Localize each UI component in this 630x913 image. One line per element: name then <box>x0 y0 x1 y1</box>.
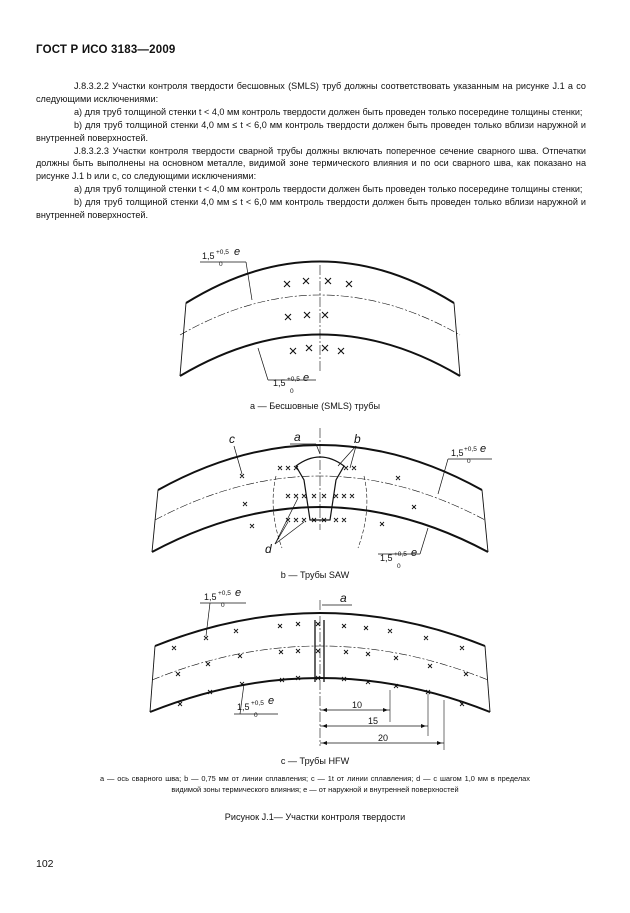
svg-text:a: a <box>294 430 301 444</box>
figure-b-dim-top: 1,5 +0,5 0 e <box>437 443 492 495</box>
paragraph-item-a1: а) для труб толщиной стенки t < 4,0 мм к… <box>74 106 583 117</box>
figure-c-caption: c — Трубы HFW <box>280 756 350 766</box>
figure-a-indent-marks <box>283 277 353 355</box>
paragraph-j8322: J.8.3.2.2 Участки контроля твердости бес… <box>36 81 586 104</box>
figure-b-dim-bottom: 1,5 +0,5 0 e <box>378 527 429 570</box>
svg-text:c: c <box>229 432 235 446</box>
svg-text:0: 0 <box>219 261 223 268</box>
svg-text:e: e <box>303 372 309 384</box>
figure-b-saw: c a b d 1,5 +0,5 0 e 1,5 +0,5 0 e <box>151 428 492 570</box>
figure-a-dim-top: 1,5 +0,5 0 e <box>200 246 253 301</box>
svg-text:d: d <box>265 542 272 556</box>
paragraph-item-b2: b) для труб толщиной стенки 4,0 мм ≤ t <… <box>36 197 586 221</box>
svg-text:1,5: 1,5 <box>273 378 286 388</box>
svg-text:1,5: 1,5 <box>204 592 217 602</box>
svg-text:0: 0 <box>290 388 294 395</box>
svg-text:+0,5: +0,5 <box>464 446 477 453</box>
figure-b-indent-marks <box>239 465 417 529</box>
svg-text:1,5: 1,5 <box>237 702 250 712</box>
svg-text:+0,5: +0,5 <box>216 249 229 256</box>
document-header: ГОСТ Р ИСО 3183—2009 <box>36 44 176 56</box>
svg-text:e: e <box>268 695 274 707</box>
dimension-15: 15 <box>368 716 378 726</box>
figure-c-hfw: a 1,5 +0,5 0 e 1,5 +0,5 0 e 10 15 20 <box>149 588 491 750</box>
svg-text:1,5: 1,5 <box>380 553 393 563</box>
figure-title: Рисунок J.1— Участки контроля твердости <box>224 812 406 822</box>
figure-c-indent-marks <box>171 621 469 707</box>
figure-legend: a — ось сварного шва; b — 0,75 мм от лин… <box>100 774 530 794</box>
figure-a-dim-bottom: 1,5 +0,5 0 e <box>257 347 316 395</box>
figure-a-smls: 1,5 +0,5 0 e 1,5 +0,5 0 e <box>179 246 461 395</box>
figure-c-arcs <box>149 600 491 746</box>
svg-text:+0,5: +0,5 <box>251 700 264 707</box>
paragraph-j8323: J.8.3.2.3 Участки контроля твердости сва… <box>36 145 586 182</box>
svg-text:e: e <box>235 588 241 599</box>
paragraph-item-a2: а) для труб толщиной стенки t < 4,0 мм к… <box>74 184 583 195</box>
page-number: 102 <box>36 858 54 870</box>
svg-text:1,5: 1,5 <box>202 251 215 261</box>
svg-text:0: 0 <box>467 458 471 465</box>
dimension-20: 20 <box>378 733 388 743</box>
svg-text:+0,5: +0,5 <box>394 551 407 558</box>
figure-b-arcs <box>151 428 489 553</box>
svg-text:e: e <box>234 246 240 258</box>
svg-text:1,5: 1,5 <box>451 448 464 458</box>
paragraph-item-b1: b) для труб толщиной стенки 4,0 мм ≤ t <… <box>36 119 586 143</box>
figure-b-labels: c a b d <box>229 430 361 556</box>
figure-c-dimension-lines: 10 15 20 <box>320 690 445 750</box>
svg-text:+0,5: +0,5 <box>218 590 231 597</box>
svg-text:b: b <box>354 432 361 446</box>
svg-text:+0,5: +0,5 <box>287 376 300 383</box>
figure-c-label-a: a <box>322 591 352 606</box>
svg-text:e: e <box>480 443 486 455</box>
body-text: J.8.3.2.2 Участки контроля твердости бес… <box>36 80 586 222</box>
svg-text:0: 0 <box>221 602 225 609</box>
figure-c-dim-bottom: 1,5 +0,5 0 e <box>234 683 278 719</box>
figure-a-arcs <box>179 260 461 377</box>
dimension-10: 10 <box>352 700 362 710</box>
svg-text:0: 0 <box>397 563 401 570</box>
figure-a-caption: a — Бесшовные (SMLS) трубы <box>250 401 380 411</box>
svg-text:0: 0 <box>254 712 258 719</box>
svg-text:a: a <box>340 591 347 605</box>
figure-c-dim-top: 1,5 +0,5 0 e <box>200 588 246 637</box>
svg-text:e: e <box>411 547 417 559</box>
figure-b-caption: b — Трубы SAW <box>280 570 350 580</box>
